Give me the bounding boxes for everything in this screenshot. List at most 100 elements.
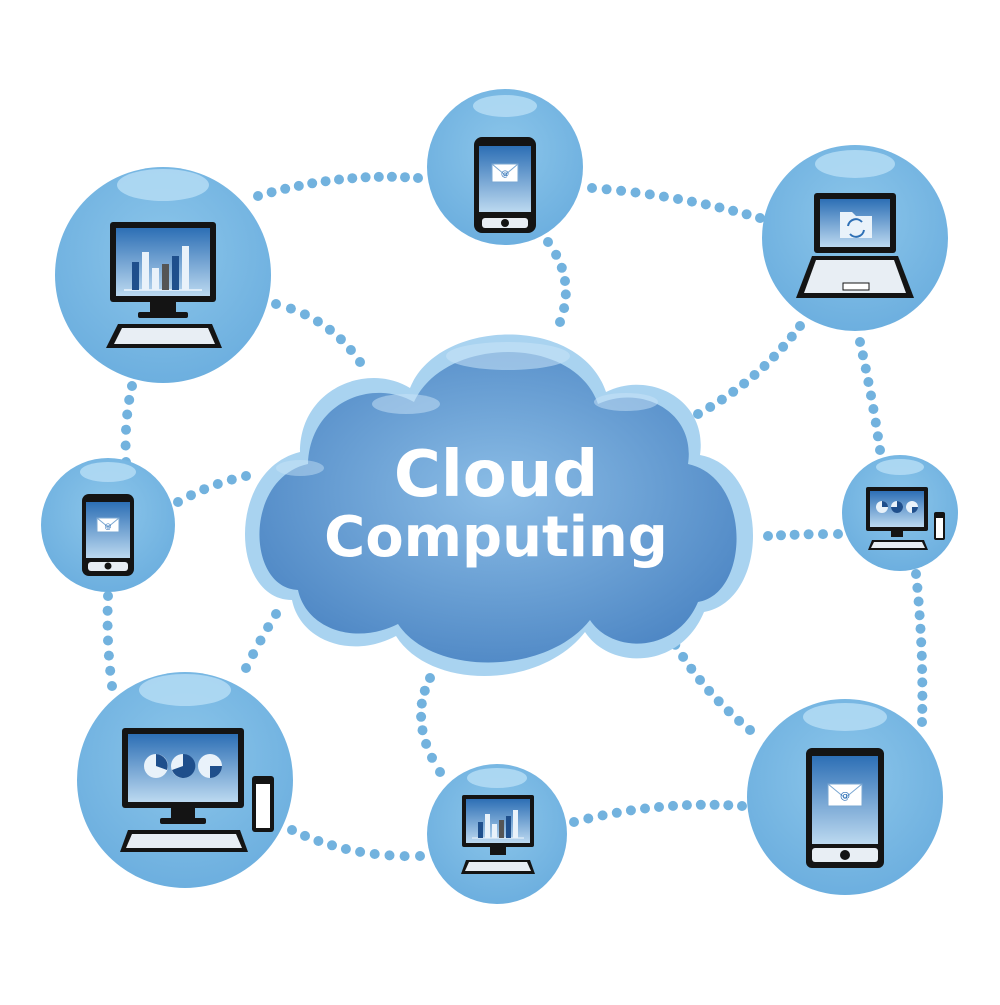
cloud-body: [259, 352, 737, 663]
connector-dot: [695, 675, 705, 685]
connector-dot: [916, 650, 927, 661]
cloud-highlight: [372, 394, 440, 414]
connector-dot: [360, 172, 371, 183]
connector-dot: [860, 363, 871, 374]
connector-dot: [917, 664, 928, 675]
connector-dot: [716, 394, 727, 405]
connector-dot: [870, 417, 881, 428]
svg-text:@: @: [501, 169, 509, 178]
connector-dot: [413, 173, 423, 183]
connector-dot: [347, 173, 358, 184]
connector-dot: [745, 725, 755, 735]
connector-dot: [560, 276, 570, 286]
connector-dot: [120, 440, 131, 451]
sync-folder-icon: [840, 212, 872, 238]
connector-dot: [916, 637, 927, 648]
connector-dot: [384, 850, 395, 861]
connector-dot: [355, 846, 366, 857]
connector-dot: [769, 351, 779, 362]
connector-dot: [630, 187, 641, 198]
connector-dot: [739, 378, 750, 389]
connector-dot: [334, 174, 344, 185]
svg-text:@: @: [840, 791, 850, 802]
connector-dot: [105, 665, 116, 676]
connector-dot: [863, 377, 874, 387]
desktop-tower-icon: [120, 728, 274, 852]
connector-dot: [625, 805, 636, 816]
connector-dot: [763, 531, 773, 541]
connector-dot: [658, 191, 669, 202]
connector-dot: [373, 171, 384, 182]
connector-dot: [241, 471, 251, 481]
connector-dot: [435, 767, 445, 777]
node-smartphone-top: @: [427, 89, 583, 245]
pie-chart-icon: [144, 753, 222, 778]
connector-dot: [911, 569, 921, 579]
connector-dot: [723, 800, 734, 811]
connector-dot: [673, 194, 683, 204]
node-laptop: [762, 145, 948, 331]
connector-dot: [866, 390, 876, 401]
node-desktop-pie-large: [77, 672, 293, 888]
title-line-2: Computing: [324, 505, 668, 570]
connector-dot: [728, 386, 739, 397]
connector-dot: [611, 807, 622, 818]
connector-dot: [417, 725, 428, 736]
connector-dot: [644, 189, 655, 200]
cloud-highlight: [446, 342, 570, 370]
connector-dot: [335, 334, 346, 345]
connector-dot: [795, 321, 805, 331]
connector-dot: [695, 799, 706, 810]
connector-dot: [818, 529, 828, 540]
email-icon: @: [491, 163, 519, 183]
central-cloud: Cloud Computing: [244, 334, 754, 677]
connector-dot: [425, 673, 435, 683]
connector-dot: [416, 711, 427, 722]
connector-dot: [640, 803, 650, 814]
desktop-monitor-icon: [461, 795, 535, 874]
connector-dot: [103, 650, 114, 661]
connector-dot: [124, 394, 135, 405]
connector-dot: [855, 337, 865, 347]
bar-chart-icon: [124, 246, 202, 291]
connector-dot: [755, 213, 765, 223]
connector-dot: [287, 825, 297, 835]
connector-dot: [293, 180, 304, 191]
connector-dot: [704, 685, 715, 696]
connector-dot: [173, 497, 183, 507]
node-desktop-pie-small: [842, 455, 958, 571]
connector-dot: [686, 663, 697, 674]
smartphone-icon: @: [82, 494, 134, 576]
connector-dot: [345, 345, 356, 355]
connector-dot: [555, 317, 565, 327]
connector-dot: [271, 299, 281, 309]
connector-dot: [416, 698, 427, 709]
connector-dot: [709, 799, 720, 810]
connector-dot: [875, 445, 885, 455]
desktop-tower-icon: [866, 487, 945, 550]
connector-dot: [749, 370, 760, 380]
connector-dot: [241, 663, 251, 673]
connector-dot: [421, 738, 432, 749]
connector-dot: [312, 316, 323, 327]
connector-dot: [320, 176, 331, 187]
connector-dot: [551, 249, 562, 260]
connector-dot: [693, 409, 703, 419]
connector-dot: [872, 431, 883, 442]
connector-dot: [122, 409, 133, 420]
connector-dot: [427, 752, 437, 763]
connector-dot: [857, 350, 868, 361]
connector-dot: [654, 802, 664, 812]
connector-dot: [313, 836, 324, 846]
connector-dot: [307, 178, 318, 189]
connector-dot: [713, 696, 724, 707]
connector-dot: [917, 677, 928, 688]
connector-dot: [601, 184, 612, 195]
connector-dot: [583, 813, 594, 824]
connector-dot: [912, 582, 923, 593]
connector-dot: [917, 703, 928, 714]
connector-dot: [700, 199, 711, 210]
connector-dot: [737, 801, 747, 811]
connector-dot: [186, 490, 196, 501]
